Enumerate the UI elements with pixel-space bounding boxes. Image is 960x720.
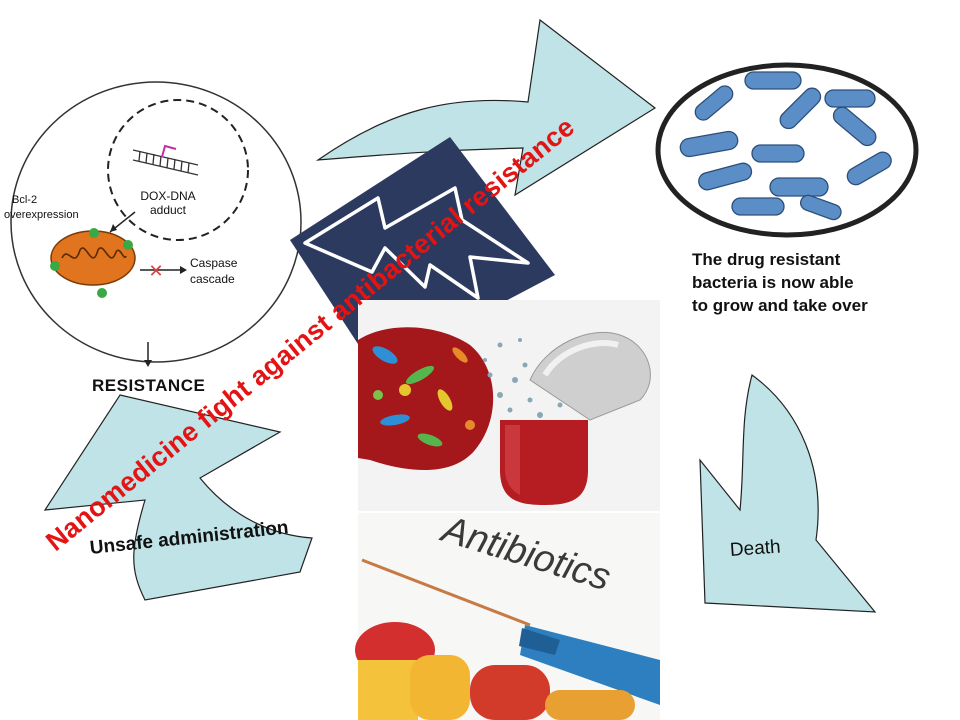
bacterium — [824, 89, 876, 108]
bacterium — [694, 85, 734, 121]
dna-helix-icon — [132, 149, 199, 176]
top-cycle-arrow — [315, 18, 657, 197]
bacterium — [846, 151, 892, 186]
bacterium — [744, 71, 802, 90]
cell-diagram: DOX-DNA adduct Bcl-2 overexpression ✕ Ca… — [4, 81, 302, 367]
mitochondrion-icon — [50, 228, 136, 298]
bcl2-label-line1: Bcl-2 — [12, 194, 37, 206]
caspase-label-line2: cascade — [190, 272, 235, 286]
dox-dna-label-line1: DOX-DNA — [140, 189, 195, 203]
right-cycle-arrow — [699, 373, 877, 613]
nucleus-dashed-circle — [107, 99, 249, 241]
blocked-x-icon: ✕ — [148, 261, 163, 281]
antibiotics-image: Antibiotics — [355, 508, 660, 720]
lightning-bolt-icon — [303, 186, 530, 300]
bacterium — [832, 106, 877, 147]
bacteria-caption-line3: to grow and take over — [692, 296, 868, 315]
bacterium — [698, 162, 753, 191]
bacteria-caption-line2: bacteria is now able — [692, 273, 854, 292]
bacteria-caption-line1: The drug resistant — [692, 250, 841, 269]
bacterium — [731, 197, 785, 216]
dox-dna-label-line2: adduct — [150, 203, 187, 217]
left-cycle-arrow — [43, 394, 313, 601]
bacterium — [799, 194, 842, 221]
bacterium — [779, 87, 822, 130]
death-label: Death — [729, 536, 782, 561]
capsule-bacteria-image — [358, 300, 660, 512]
bacterium — [769, 177, 829, 197]
caspase-label-line1: Caspase — [190, 256, 238, 270]
bacterium — [679, 130, 739, 158]
bacteria-dish — [655, 62, 919, 238]
lightning-panel — [290, 137, 555, 370]
resistance-label: RESISTANCE — [92, 376, 206, 395]
dox-marker-icon — [161, 144, 177, 158]
bacterium — [751, 144, 805, 163]
bcl2-label-line2: overexpression — [4, 209, 79, 221]
bacteria-caption: The drug resistant bacteria is now able … — [692, 248, 868, 317]
